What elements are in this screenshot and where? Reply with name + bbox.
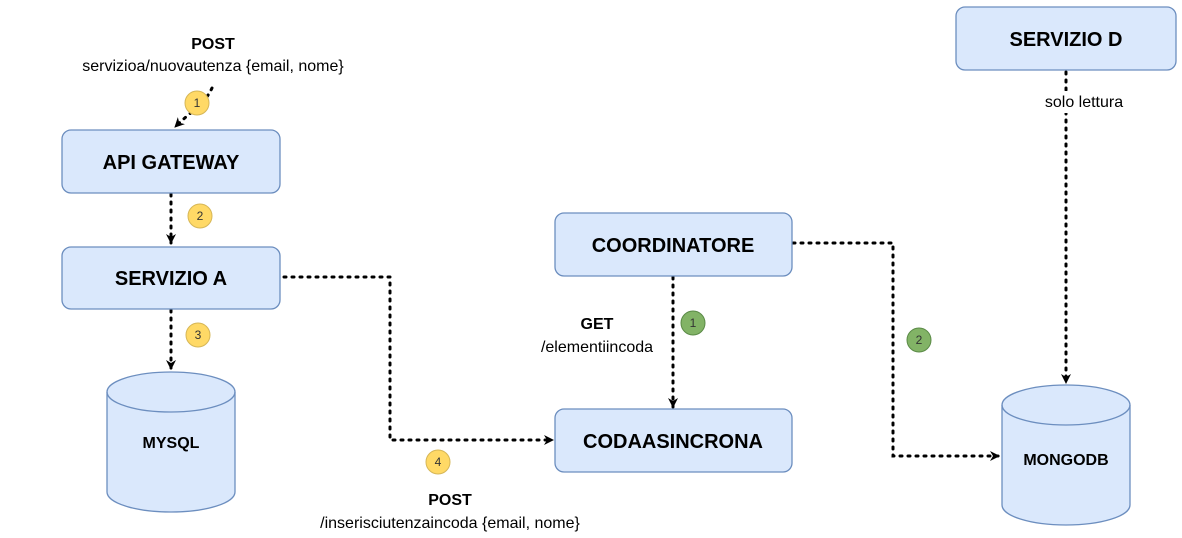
node-api-gateway: API GATEWAY bbox=[61, 129, 281, 194]
label-post-top-path: servizioa/nuovautenza {email, nome} bbox=[82, 58, 344, 75]
step-badge-green-2: 2 bbox=[906, 327, 932, 353]
node-coordinatore: COORDINATORE bbox=[554, 212, 793, 277]
node-coordinatore-label: COORDINATORE bbox=[592, 235, 755, 257]
node-servizio-a: SERVIZIO A bbox=[61, 246, 281, 310]
step-badge-yellow-1: 1 bbox=[184, 90, 210, 116]
step-badge-green-1: 1 bbox=[680, 310, 706, 336]
db-mysql: MYSQL bbox=[106, 371, 236, 513]
svg-text:3: 3 bbox=[195, 328, 202, 342]
svg-text:1: 1 bbox=[194, 96, 201, 110]
edge-coordinatore-to-mongodb bbox=[791, 241, 1001, 461]
label-post-bottom-path: /inserisciutenzaincoda {email, nome} bbox=[320, 515, 580, 532]
label-post-bottom-method: POST bbox=[428, 492, 472, 509]
label-get-method: GET bbox=[581, 316, 614, 333]
svg-text:2: 2 bbox=[197, 209, 204, 223]
label-get-path: /elementiincoda bbox=[541, 339, 653, 356]
node-servizio-d-label: SERVIZIO D bbox=[1010, 29, 1123, 51]
db-mysql-label: MYSQL bbox=[143, 435, 200, 452]
db-mongodb: MONGODB bbox=[1001, 384, 1131, 526]
svg-text:1: 1 bbox=[690, 316, 697, 330]
step-badge-yellow-3: 3 bbox=[185, 322, 211, 348]
node-codaasincrona: CODAASINCRONA bbox=[554, 408, 793, 473]
node-servizio-d: SERVIZIO D bbox=[955, 6, 1177, 71]
svg-text:2: 2 bbox=[916, 333, 923, 347]
step-badge-yellow-4: 4 bbox=[425, 449, 451, 475]
label-post-top-method: POST bbox=[191, 36, 235, 53]
node-servizio-a-label: SERVIZIO A bbox=[115, 268, 227, 290]
svg-text:4: 4 bbox=[435, 455, 442, 469]
node-codaasincrona-label: CODAASINCRONA bbox=[583, 431, 763, 453]
node-api-gateway-label: API GATEWAY bbox=[103, 152, 240, 174]
db-mongodb-label: MONGODB bbox=[1023, 452, 1108, 469]
step-badge-yellow-2: 2 bbox=[187, 203, 213, 229]
label-solo-lettura: solo lettura bbox=[1045, 94, 1123, 111]
edge-servizio-a-to-codaasincrona bbox=[282, 275, 555, 445]
